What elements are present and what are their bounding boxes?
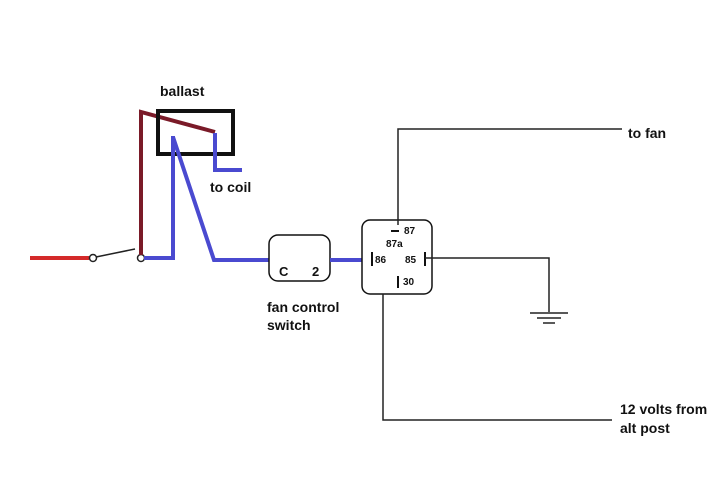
fan-control-switch-label-line2: switch (267, 317, 311, 333)
relay-pin-87-label: 87 (404, 226, 416, 237)
relay-pin-30-label: 30 (403, 277, 415, 288)
relay (361, 219, 433, 295)
ignition-switch-left-contact (88, 253, 98, 263)
wire-to-alt-post (382, 294, 612, 421)
ignition-switch-blade (95, 248, 136, 258)
ballast-label: ballast (160, 83, 205, 99)
to-coil-label: to coil (210, 179, 251, 195)
fan-control-switch-label-line1: fan control (267, 299, 339, 315)
twelve-volts-label-line2: alt post (620, 420, 670, 436)
blue-switch-feed-wire (171, 136, 278, 262)
relay-pin-85-label: 85 (405, 255, 417, 266)
to-fan-label: to fan (628, 125, 666, 141)
ground-symbol (530, 312, 568, 324)
switch-terminal-c: C (279, 264, 289, 279)
blue-coil-wire (213, 133, 242, 172)
switch-terminal-2: 2 (312, 264, 319, 279)
maroon-ballast-wire (139, 109, 216, 255)
blue-ignition-wire (144, 136, 175, 260)
ignition-switch-right-contact (136, 253, 146, 263)
ballast-resistor (156, 109, 235, 156)
ignition-switch (88, 248, 146, 263)
relay-pin-86-label: 86 (375, 255, 387, 266)
wire-to-fan (397, 128, 622, 225)
wire-to-ground (425, 257, 550, 312)
relay-pin-87a-label: 87a (386, 239, 403, 250)
twelve-volts-label-line1: 12 volts from (620, 401, 707, 417)
